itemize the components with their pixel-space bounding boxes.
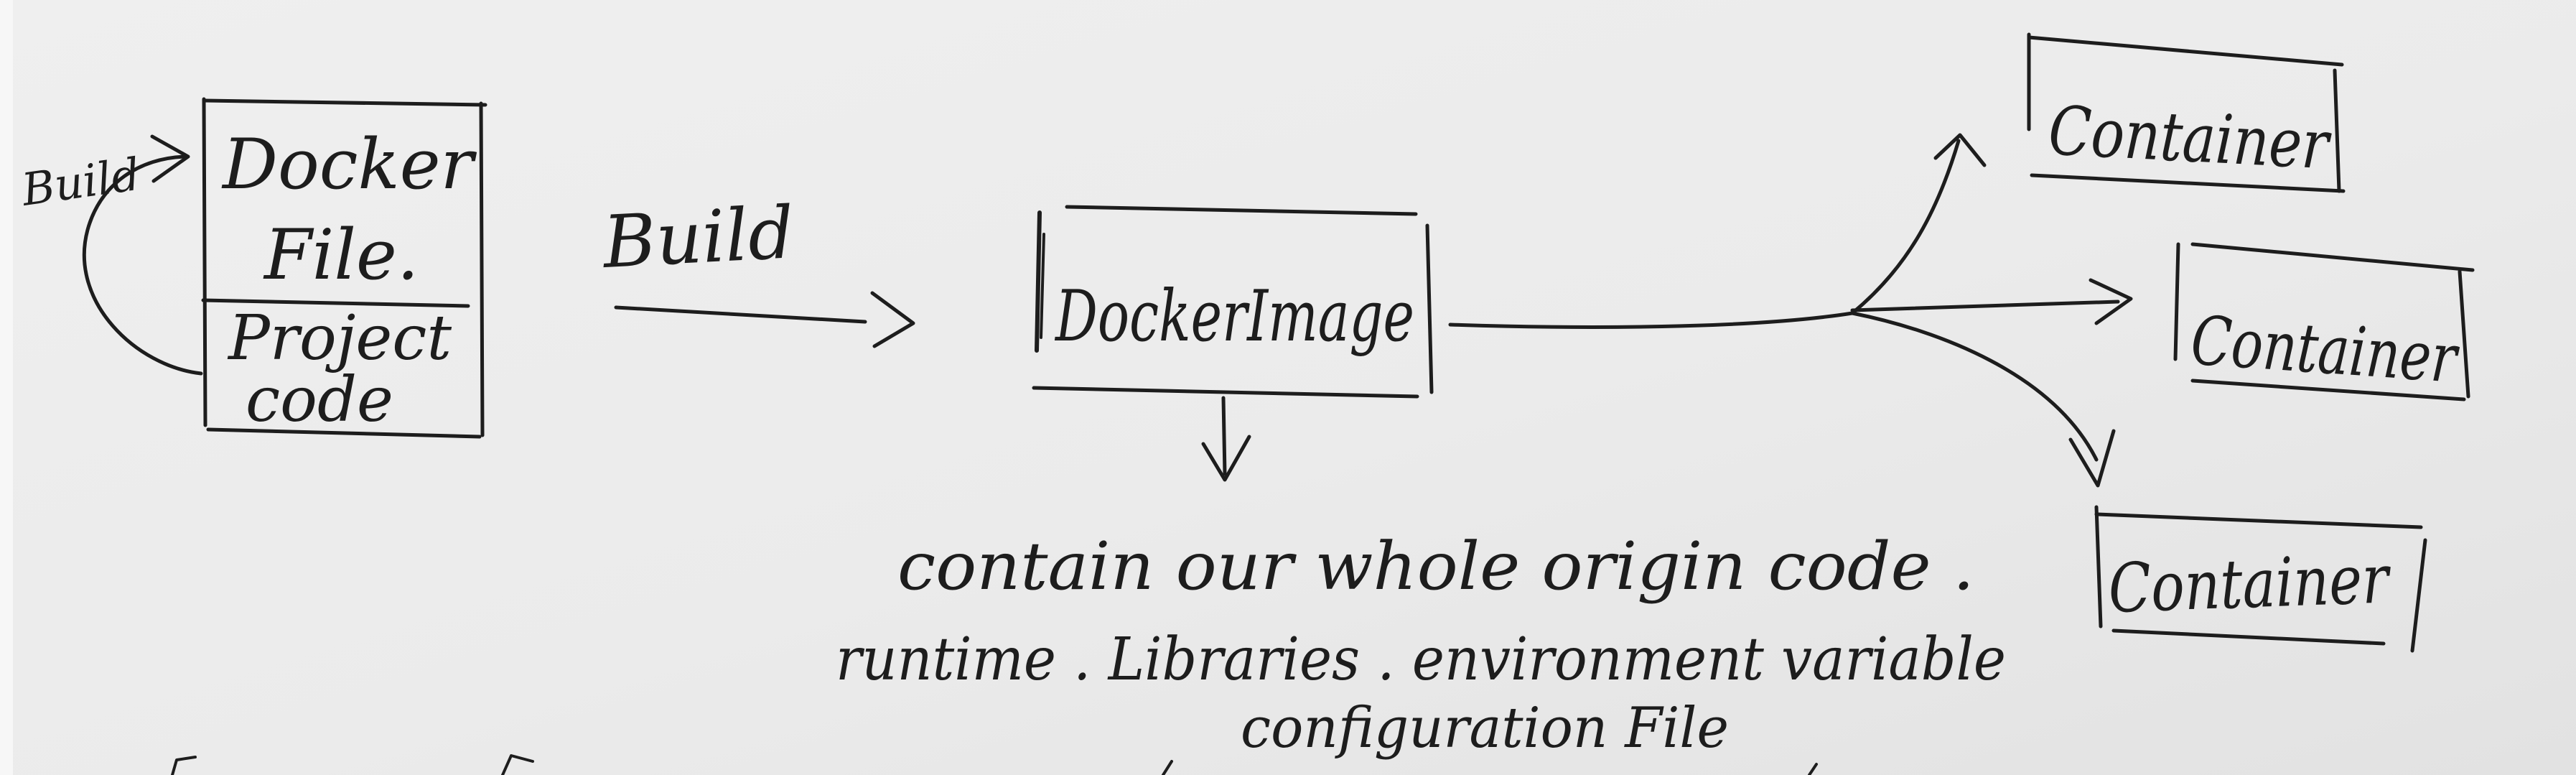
bottom-scribbles	[171, 754, 1818, 775]
project-code-label-line1: Project	[227, 302, 452, 374]
container-box-1	[2027, 32, 2346, 193]
image-description-line2: runtime . Libraries . environment variab…	[836, 626, 2006, 694]
container-label-3: Container	[2107, 540, 2393, 628]
paper-left-edge	[0, 0, 13, 775]
build-arrow	[614, 291, 915, 348]
container-label-1: Container	[2047, 92, 2333, 185]
image-description-line3: configuration File	[1241, 696, 1729, 761]
source-box	[201, 97, 487, 439]
project-code-label-line2: code	[246, 364, 393, 436]
docker-file-label-line2: File.	[263, 215, 419, 295]
container-box-3	[2094, 505, 2427, 653]
container-branches	[1448, 133, 2133, 488]
image-description-line1: contain our whole origin code .	[897, 528, 1974, 605]
container-box-2	[2173, 242, 2475, 402]
docker-image-label: DockerImage	[1055, 276, 1414, 358]
build-arrow-label: Build	[599, 190, 796, 284]
down-arrow	[1201, 396, 1251, 482]
container-label-2: Container	[2188, 302, 2462, 399]
docker-image-box	[1032, 205, 1434, 399]
build-loop-arrow	[82, 134, 203, 376]
docker-file-label-line1: Docker	[221, 124, 477, 205]
